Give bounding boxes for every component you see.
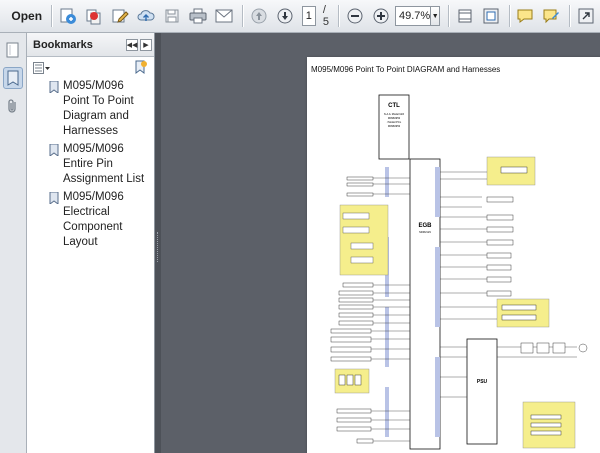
options-list-icon: [33, 62, 50, 74]
bookmark-label: M095/M096 Electrical Component Layout: [63, 191, 124, 248]
expand-button[interactable]: [574, 3, 598, 29]
bookmark-ribbon-icon: [7, 70, 19, 86]
bookmark-icon: [49, 81, 59, 93]
email-button[interactable]: [212, 3, 236, 29]
combine-files-icon: [86, 9, 101, 25]
egb-label: EGB: [418, 223, 432, 229]
create-button[interactable]: [56, 3, 80, 29]
splitter-grip[interactable]: [157, 232, 159, 262]
arrow-up-circle-icon: [251, 8, 267, 24]
open-button[interactable]: Open: [4, 3, 45, 29]
ctl-sub2: M0960953: [388, 116, 401, 120]
chevron-right-icon: ▶: [143, 41, 149, 49]
next-page-button[interactable]: [273, 3, 297, 29]
expand-arrows-icon: [578, 8, 594, 24]
zoom-dropdown-button[interactable]: ▼: [431, 6, 441, 26]
fit-page-icon: [483, 8, 499, 24]
panel-menu-button[interactable]: ▶: [140, 38, 152, 51]
minus-circle-icon: [347, 8, 363, 24]
psu-label: PSU: [477, 379, 488, 385]
attachments-button[interactable]: [3, 95, 23, 117]
previous-page-button[interactable]: [247, 3, 271, 29]
upload-cloud-icon: [137, 10, 155, 21]
toolbar-separator: [448, 5, 449, 27]
pdf-page: M095/M096 Point To Point DIAGRAM and Har…: [307, 57, 600, 453]
bookmark-options-button[interactable]: [33, 62, 51, 74]
create-pdf-icon: [60, 8, 77, 24]
chevron-down-icon: ▼: [431, 12, 439, 20]
toolbar-separator: [569, 5, 570, 27]
panel-splitter[interactable]: [155, 33, 161, 453]
sign-button[interactable]: [539, 3, 563, 29]
bookmarks-panel-button[interactable]: [3, 67, 23, 89]
bookmark-item[interactable]: M095/M096 Point To Point Diagram and Har…: [49, 79, 150, 139]
ctl-sub3: / Model:PCL: [387, 120, 402, 124]
zoom-out-button[interactable]: [343, 3, 367, 29]
combine-button[interactable]: [82, 3, 106, 29]
ctl-sub4: M0960953: [388, 124, 401, 128]
printer-icon: [189, 8, 207, 24]
page-total: / 5: [322, 4, 330, 28]
fit-width-button[interactable]: [453, 3, 477, 29]
egb-sub: M096/129: [419, 230, 431, 234]
page-number-input[interactable]: 1: [301, 6, 316, 26]
bookmark-label: M095/M096 Point To Point Diagram and Har…: [63, 80, 134, 137]
arrow-down-circle-icon: [277, 8, 293, 24]
zoom-level-input[interactable]: 49.7%: [395, 6, 432, 26]
open-label: Open: [11, 9, 43, 23]
sign-pen-icon: [543, 9, 560, 24]
navigation-rail: [0, 33, 27, 453]
page-thumbnails-button[interactable]: [3, 39, 23, 61]
collapse-panel-button[interactable]: ◀◀: [126, 38, 138, 51]
envelope-icon: [215, 9, 233, 23]
bookmark-label: M095/M096 Entire Pin Assignment List: [63, 143, 145, 185]
speech-bubble-icon: [517, 9, 533, 23]
toolbar-separator: [51, 5, 53, 27]
ctl-sub1: N.A./L Model:GDI: [384, 112, 405, 116]
bookmarks-panel: Bookmarks ◀◀ ▶ M095/M096 Point To Point …: [27, 33, 155, 453]
fit-width-icon: [458, 9, 472, 23]
zoom-in-button[interactable]: [369, 3, 393, 29]
fit-page-button[interactable]: [479, 3, 503, 29]
edit-button[interactable]: [108, 3, 132, 29]
toolbar-separator: [242, 5, 243, 27]
page-heading: M095/M096 Point To Point DIAGRAM and Har…: [311, 65, 501, 74]
upload-button[interactable]: [134, 3, 158, 29]
save-disk-icon: [165, 9, 179, 23]
document-viewport[interactable]: M095/M096 Point To Point DIAGRAM and Har…: [161, 33, 600, 453]
wiring-diagram: CTL N.A./L Model:GDI M0960953 / Model:PC…: [330, 94, 588, 450]
new-bookmark-icon: [135, 60, 147, 74]
plus-circle-icon: [373, 8, 389, 24]
bookmarks-list: M095/M096 Point To Point Diagram and Har…: [27, 79, 154, 250]
edit-icon: [112, 9, 129, 23]
panel-title: Bookmarks: [33, 38, 93, 51]
bookmark-icon: [49, 144, 59, 156]
bookmark-item[interactable]: M095/M096 Entire Pin Assignment List: [49, 142, 150, 187]
pages-icon: [6, 42, 19, 58]
new-bookmark-button[interactable]: [134, 60, 148, 77]
double-chevron-left-icon: ◀◀: [126, 41, 138, 49]
bookmarks-panel-header: Bookmarks ◀◀ ▶: [27, 33, 154, 57]
ctl-label: CTL: [388, 103, 400, 109]
comment-button[interactable]: [513, 3, 537, 29]
print-button[interactable]: [186, 3, 210, 29]
main-toolbar: Open 1 / 5 49.7% ▼: [0, 0, 600, 33]
paperclip-icon: [8, 99, 16, 113]
bookmark-icon: [49, 192, 59, 204]
save-button[interactable]: [160, 3, 184, 29]
toolbar-separator: [508, 5, 510, 27]
bookmark-item[interactable]: M095/M096 Electrical Component Layout: [49, 190, 150, 250]
bookmarks-tools: [27, 57, 154, 79]
toolbar-separator: [338, 5, 339, 27]
